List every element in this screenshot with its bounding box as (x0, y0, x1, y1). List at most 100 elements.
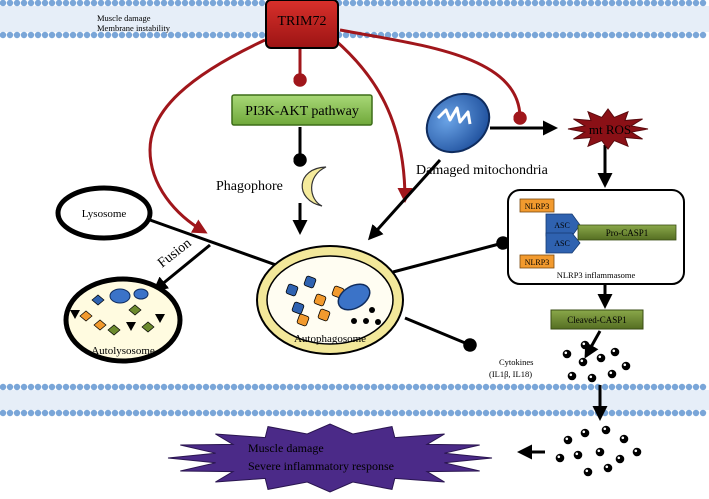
lipid-head (454, 0, 462, 7)
lipid-head (48, 31, 56, 39)
lipid-head (461, 383, 469, 391)
lipid-head (6, 383, 14, 391)
lipid-head (545, 409, 553, 417)
lipid-head (237, 383, 245, 391)
lipid-head (188, 31, 196, 39)
outcome-line1: Muscle damage (248, 441, 324, 455)
lipid-head (153, 31, 161, 39)
lipid-head (41, 383, 49, 391)
lipid-head (524, 409, 532, 417)
lipid-head (62, 383, 70, 391)
pro-casp1-block (577, 224, 677, 241)
lipid-head (363, 0, 371, 7)
lipid-head (622, 383, 630, 391)
lipid-head (251, 0, 259, 7)
lipid-head (195, 409, 203, 417)
lipid-head (559, 31, 567, 39)
cytokine-dot (603, 463, 613, 473)
lipid-head (419, 0, 427, 7)
lipid-head (468, 31, 476, 39)
lipid-head (251, 409, 259, 417)
lipid-head (496, 0, 504, 7)
lipid-head (559, 409, 567, 417)
cargo-protein (317, 308, 331, 322)
asc-top-label: ASC (554, 221, 570, 230)
lipid-head (342, 409, 350, 417)
lipid-head (160, 409, 168, 417)
lipid-head (174, 409, 182, 417)
cytokine-dot (578, 357, 588, 367)
lipid-head (552, 31, 560, 39)
lipid-head (125, 409, 133, 417)
lipid-head (76, 409, 84, 417)
lipid-head (83, 31, 91, 39)
lipid-head (496, 409, 504, 417)
cytokine-dot (596, 353, 606, 363)
lipid-head (48, 0, 56, 7)
lipid-head (405, 0, 413, 7)
lipid-head (545, 383, 553, 391)
inflammasome-box: NLRP3 ASC ASC Pro-CASP1 NLRP3 NLRP3 infl… (507, 189, 685, 285)
cargo-protein (291, 301, 305, 315)
cargo-protein (303, 275, 317, 289)
lipid-head (664, 383, 672, 391)
cytokine-dot (610, 347, 620, 357)
lipid-head (181, 31, 189, 39)
lipid-head (363, 383, 371, 391)
lipid-head (209, 383, 217, 391)
cytokine-highlight (597, 449, 601, 453)
lipid-head (6, 31, 14, 39)
lipid-head (251, 31, 259, 39)
lipid-head (104, 31, 112, 39)
lipid-head (90, 0, 98, 7)
degraded-fragment (107, 324, 121, 336)
lipid-head (657, 31, 665, 39)
cytokine-highlight (621, 436, 625, 440)
lipid-head (608, 383, 616, 391)
lipid-head (692, 31, 700, 39)
degraded-triangle (70, 310, 80, 319)
lipid-head (650, 31, 658, 39)
lipid-head (146, 383, 154, 391)
lipid-head (678, 31, 686, 39)
lipid-head (489, 0, 497, 7)
lipid-head (671, 31, 679, 39)
lipid-head (377, 383, 385, 391)
lipid-head (447, 31, 455, 39)
lipid-head (76, 0, 84, 7)
lipid-head (398, 0, 406, 7)
lipid-head (559, 0, 567, 7)
lipid-head (454, 383, 462, 391)
lipid-head (384, 0, 392, 7)
lipid-head (412, 383, 420, 391)
lipid-head (447, 383, 455, 391)
engulfed-mitochondrion (337, 283, 371, 311)
lipid-head (468, 383, 476, 391)
cytokine-highlight (565, 437, 569, 441)
lipid-head (20, 31, 28, 39)
lipid-head (160, 31, 168, 39)
lipid-head (41, 0, 49, 7)
lipid-head (692, 0, 700, 7)
lipid-head (97, 409, 105, 417)
cytokine-highlight (585, 469, 589, 473)
lipid-head (545, 0, 553, 7)
lipid-head (13, 409, 21, 417)
lipid-head (447, 409, 455, 417)
lipid-head (657, 409, 665, 417)
lipid-head (664, 409, 672, 417)
lipid-head (244, 383, 252, 391)
lipid-head (188, 383, 196, 391)
lysosome-to-autophagosome-line (149, 218, 291, 272)
lipid-head (615, 383, 623, 391)
lipid-head (517, 0, 525, 7)
lipid-head (258, 383, 266, 391)
trim72-label: TRIM72 (278, 14, 327, 29)
degraded-fragment (91, 294, 105, 306)
lipid-head (510, 0, 518, 7)
lipid-head (146, 409, 154, 417)
cytokine-dot (573, 450, 583, 460)
membrane-note-line2: Membrane instability (97, 23, 171, 33)
lipid-head (580, 31, 588, 39)
lipid-head (496, 383, 504, 391)
